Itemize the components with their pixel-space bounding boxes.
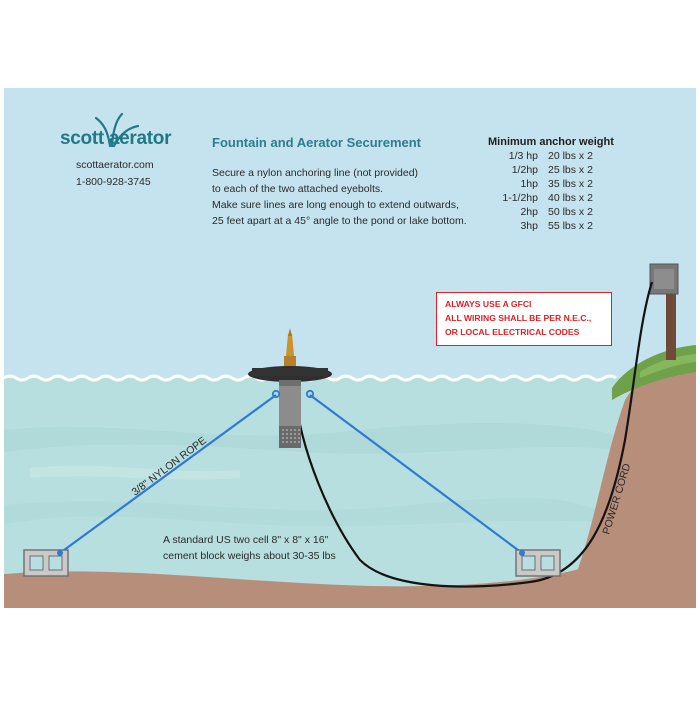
logo-text: scott aerator (60, 128, 172, 149)
nylon-rope-right (309, 394, 523, 554)
anchor-weight: 35 lbs x 2 (548, 178, 593, 190)
page-title: Fountain and Aerator Securement (212, 135, 421, 150)
anchor-table-heading: Minimum anchor weight (488, 136, 614, 148)
anchor-hp: 1/2hp (511, 164, 538, 176)
eyebolt-right (305, 389, 315, 399)
anchor-row: 2hp 50 lbs x 2 (464, 206, 620, 218)
warning-line-2: ALL WIRING SHALL BE PER N.E.C., (445, 313, 592, 323)
water-band (4, 423, 620, 454)
anchor-row: 1-1/2hp 40 lbs x 2 (464, 192, 620, 204)
phone-text: 1-800-928-3745 (76, 176, 151, 188)
electrical-post (666, 282, 676, 360)
grass-highlight (640, 354, 696, 378)
anchor-weight: 20 lbs x 2 (548, 150, 593, 162)
instructions-line-1: Secure a nylon anchoring line (not provi… (212, 167, 419, 179)
anchor-hp: 3hp (520, 220, 538, 232)
instructions-line-4: 25 feet apart at a 45° angle to the pond… (212, 215, 467, 227)
block-note-line-2: cement block weighs about 30-35 lbs (163, 550, 336, 562)
eyebolt-left (271, 389, 281, 399)
cement-block-right (515, 549, 561, 577)
water-band (4, 497, 600, 527)
instructions-line-2: to each of the two attached eyebolts. (212, 183, 384, 195)
anchor-weight: 50 lbs x 2 (548, 206, 593, 218)
nylon-rope-left (59, 394, 277, 554)
water-band (30, 465, 240, 480)
logo-spray-icon (94, 112, 140, 148)
anchor-hp: 1-1/2hp (502, 192, 538, 204)
anchor-row: 1hp 35 lbs x 2 (464, 178, 620, 190)
anchor-row: 1/3 hp 20 lbs x 2 (464, 150, 620, 162)
anchor-row: 3hp 55 lbs x 2 (464, 220, 620, 232)
power-cord (293, 281, 654, 588)
electrical-warning-box: ALWAYS USE A GFCI ALL WIRING SHALL BE PE… (436, 292, 612, 346)
instructions-line-3: Make sure lines are long enough to exten… (212, 199, 459, 211)
anchor-weight: 55 lbs x 2 (548, 220, 593, 232)
anchor-weight: 40 lbs x 2 (548, 192, 593, 204)
anchor-hp: 1/3 hp (508, 150, 538, 162)
shore-bank (560, 350, 696, 608)
aerator-unit (248, 328, 332, 448)
website-text: scottaerator.com (76, 159, 154, 171)
warning-line-1: ALWAYS USE A GFCI (445, 299, 532, 309)
anchor-hp: 2hp (520, 206, 538, 218)
anchor-hp: 1hp (520, 178, 538, 190)
pond-bottom (4, 568, 610, 608)
warning-line-3: OR LOCAL ELECTRICAL CODES (445, 327, 580, 337)
block-note-line-1: A standard US two cell 8" x 8" x 16" (163, 534, 329, 546)
anchor-weight: 25 lbs x 2 (548, 164, 593, 176)
anchor-row: 1/2hp 25 lbs x 2 (464, 164, 620, 176)
